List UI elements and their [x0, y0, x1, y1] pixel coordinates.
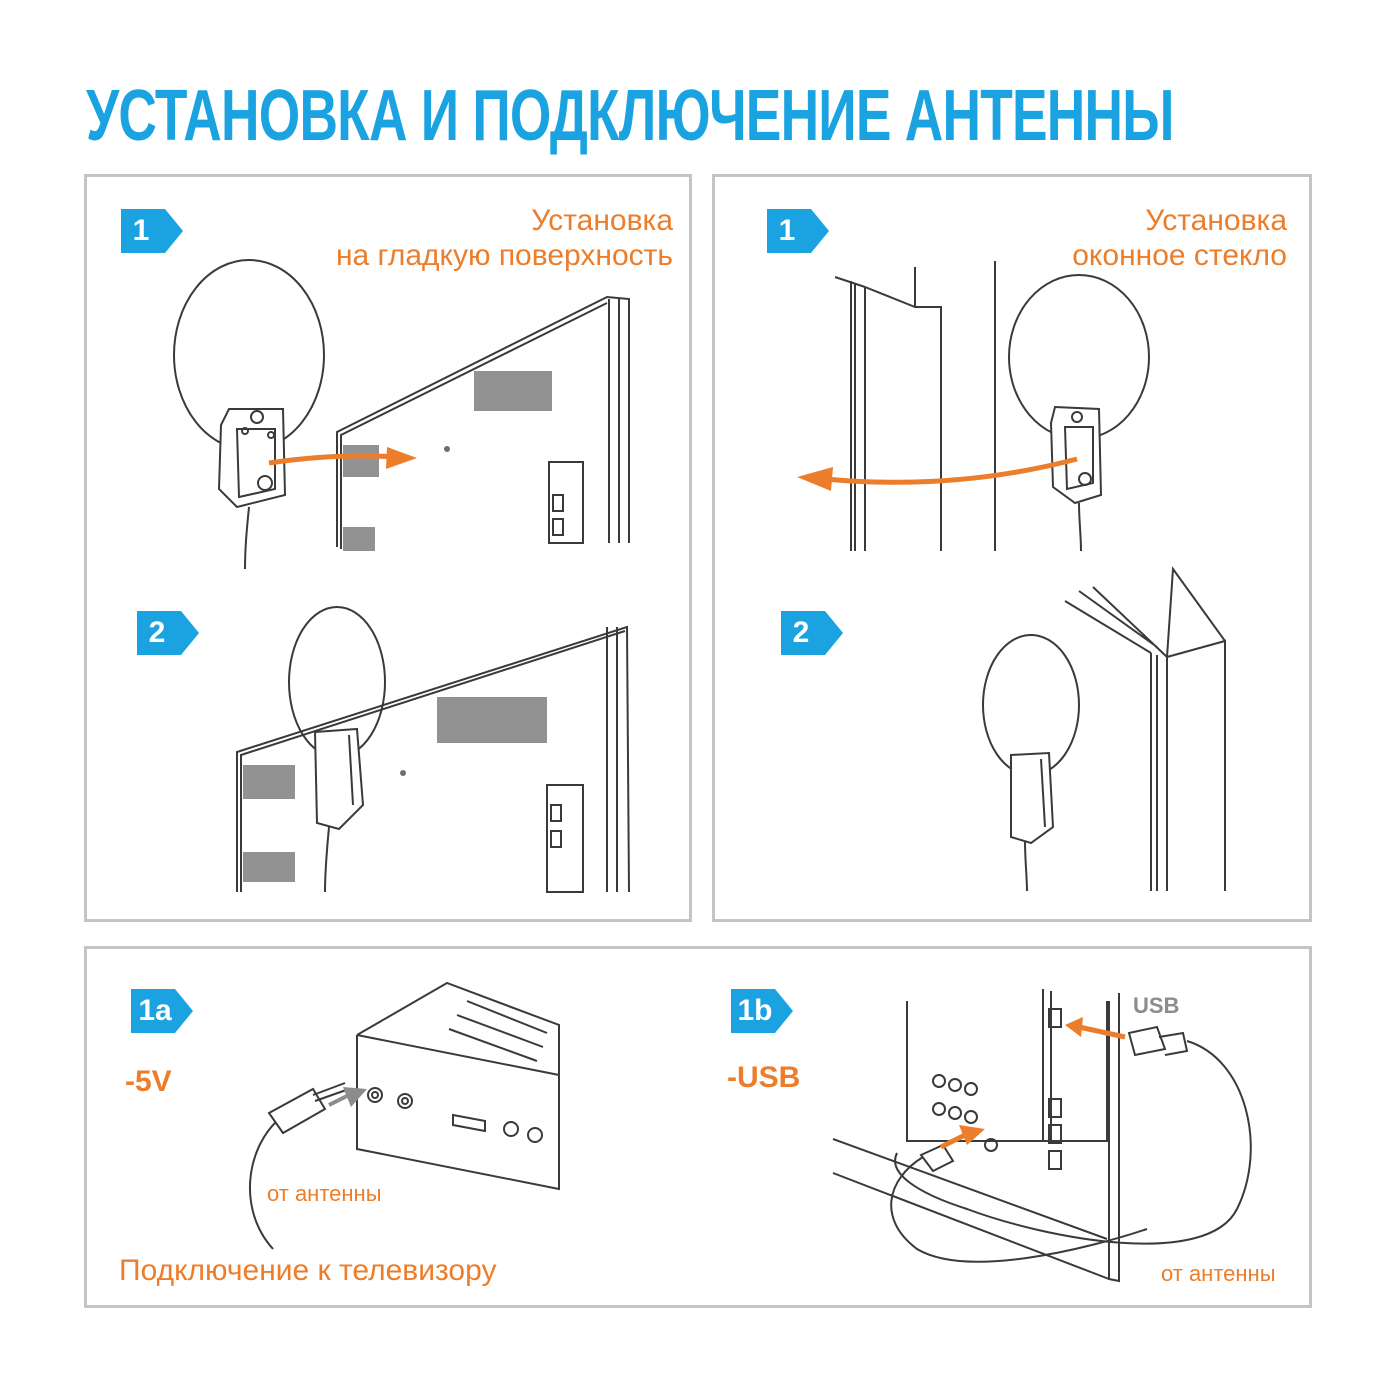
receiver-box	[356, 1034, 560, 1191]
antenna-cable-2	[324, 826, 330, 893]
step-badge-2: 2	[777, 611, 843, 655]
window-frame-2	[1150, 653, 1168, 891]
usb-plug	[1127, 1025, 1167, 1057]
window-caption: Установка оконное стекло	[1072, 204, 1287, 273]
step-badge-1b: 1b	[727, 989, 793, 1033]
surface-caption: Установка на гладкую поверхность	[335, 204, 673, 273]
antenna-cable-4	[1024, 840, 1028, 892]
mount-arrow-icon	[824, 456, 1078, 485]
surface-mounting-illustration	[173, 259, 630, 893]
connection-caption: Подключение к телевизору	[119, 1254, 497, 1287]
badge-shape-icon	[731, 989, 793, 1033]
step-badge-1: 1	[763, 209, 829, 253]
usb-arrow-icon	[1078, 1024, 1126, 1040]
badge-shape-icon	[767, 209, 829, 253]
page-title: УСТАНОВКА И ПОДКЛЮЧЕНИЕ АНТЕННЫ	[86, 76, 1174, 156]
badge-shape-icon	[781, 611, 843, 655]
vent-grids	[243, 371, 552, 882]
antenna-cable-5	[248, 1120, 278, 1250]
from-antenna-label-right: от антенны	[1161, 1261, 1276, 1286]
badge-shape-icon	[121, 209, 183, 253]
badge-shape-icon	[131, 989, 193, 1033]
step-badge-1a: 1a	[127, 989, 193, 1033]
antenna-body-4	[1010, 751, 1055, 845]
step-badge-1: 1	[117, 209, 183, 253]
window-mounting-illustration	[797, 261, 1226, 892]
coax-arrow-icon	[328, 1093, 350, 1107]
antenna-body-2	[313, 727, 365, 831]
antenna-cable-3	[1078, 502, 1082, 552]
antenna-arrow-icon	[939, 1132, 967, 1150]
connection-illustration	[248, 981, 1252, 1283]
from-antenna-label-left: от антенны	[267, 1181, 382, 1206]
tv-side	[906, 993, 1120, 1283]
antenna-clip-3	[1049, 405, 1103, 505]
panel-surface-mounting: 1 2 Установка на гладкую поверхность	[84, 174, 692, 922]
voltage-label: -5V	[125, 1065, 172, 1098]
tv-back-1	[336, 295, 630, 547]
mount-arrow-icon	[268, 453, 398, 466]
panel-tv-connection: 1a 1b -5V -USB от антенны от антенны USB…	[84, 946, 1312, 1308]
window-frame-1	[850, 281, 866, 551]
antenna-cable-1	[244, 506, 250, 570]
badge-shape-icon	[137, 611, 199, 655]
antenna-cable-6	[890, 1156, 1148, 1263]
coax-plug	[267, 1087, 327, 1135]
usb-cable	[894, 1040, 1252, 1245]
step-badge-2: 2	[133, 611, 199, 655]
panel-window-mounting: 1 2 Установка оконное стекло	[712, 174, 1312, 922]
usb-power-label: -USB	[727, 1061, 801, 1094]
usb-label: USB	[1133, 993, 1180, 1018]
tv-back-2	[236, 625, 630, 893]
